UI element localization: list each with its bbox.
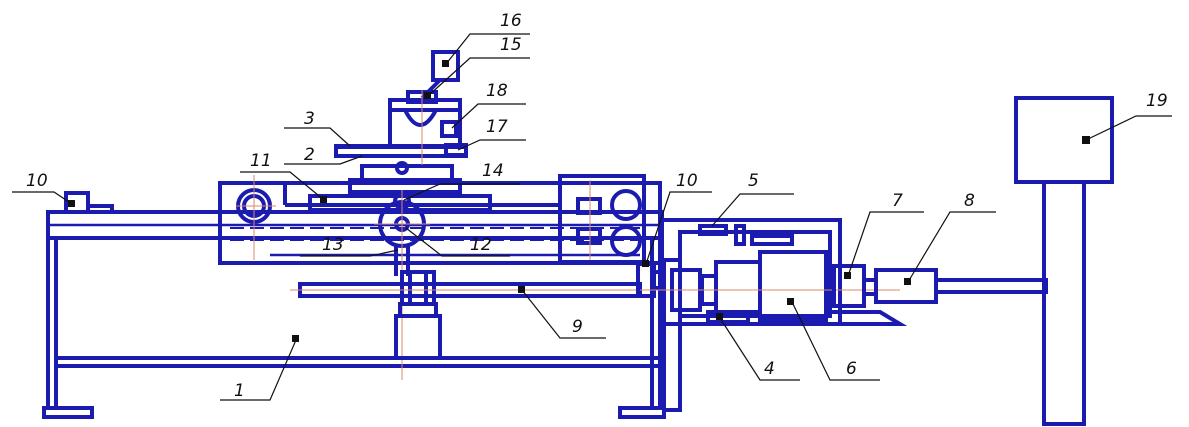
callout-7: 7 — [892, 191, 903, 211]
machine-frame — [42, 210, 666, 419]
callout-9: 9 — [572, 317, 583, 337]
callout-11: 11 — [250, 151, 272, 171]
left-stop — [64, 191, 114, 214]
callout-5: 5 — [748, 171, 759, 191]
drive-shaft — [290, 270, 660, 360]
motor — [832, 264, 1048, 308]
callout-19: 19 — [1146, 91, 1168, 111]
callouts: 1 2 3 4 5 6 7 8 9 10 — [12, 11, 1172, 401]
callout-18: 18 — [486, 81, 508, 101]
drive-unit — [650, 218, 908, 326]
callout-12: 12 — [470, 235, 492, 255]
callout-10-right: 10 — [676, 171, 698, 191]
callout-16: 16 — [500, 11, 522, 31]
callout-1: 1 — [234, 381, 245, 401]
callout-10-left: 10 — [26, 171, 48, 191]
callout-3: 3 — [304, 109, 315, 129]
callout-6: 6 — [846, 359, 857, 379]
callout-8: 8 — [964, 191, 975, 211]
callout-13: 13 — [322, 235, 344, 255]
callout-4: 4 — [764, 359, 775, 379]
control-cabinet — [1014, 96, 1114, 426]
callout-14: 14 — [482, 161, 504, 181]
callout-17: 17 — [486, 117, 508, 137]
callout-15: 15 — [500, 35, 522, 55]
carriage — [218, 174, 662, 265]
callout-2: 2 — [304, 145, 315, 165]
